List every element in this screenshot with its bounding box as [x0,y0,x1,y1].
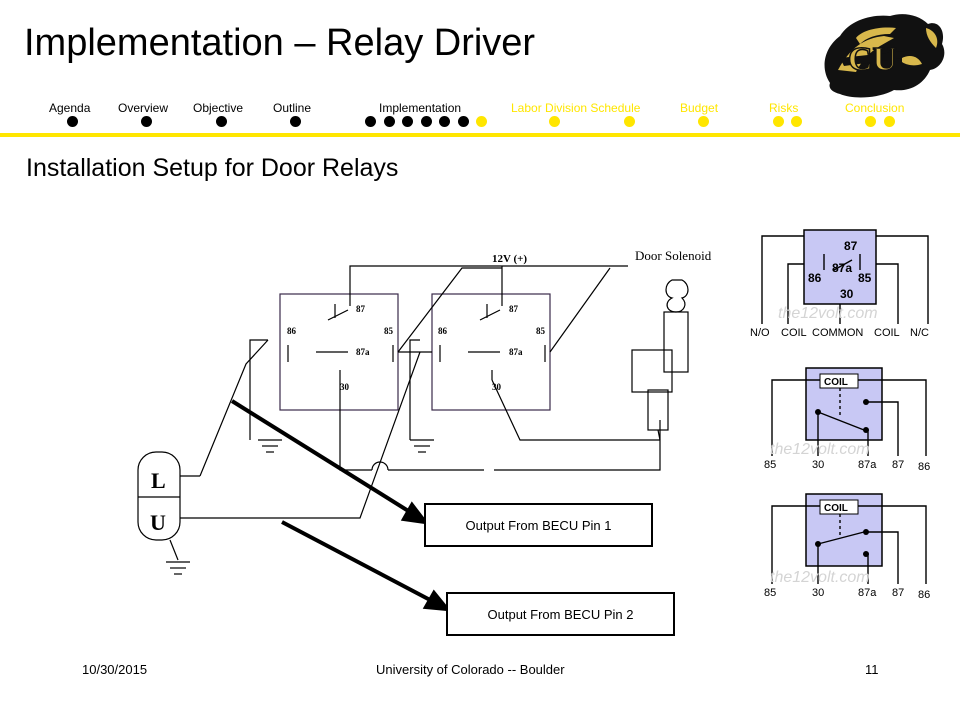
footer-date: 10/30/2015 [82,662,148,677]
nav-item-objective[interactable]: Objective [193,101,244,115]
nav-dot[interactable] [458,116,469,127]
svg-text:30: 30 [812,459,824,471]
switch-unlock-label: U [150,510,166,535]
nav-dot[interactable] [884,116,895,127]
svg-text:30: 30 [840,287,854,301]
nav-dot[interactable] [384,116,395,127]
reference-relay-on: COIL the12volt.com 85 30 87a 87 86 [760,490,936,602]
nav-dot[interactable] [624,116,635,127]
svg-text:CU: CU [848,41,897,78]
nav-dot[interactable] [773,116,784,127]
svg-text:87a: 87a [858,587,877,599]
switch-lock-label: L [151,468,166,493]
relay1-pin-86: 86 [287,326,297,336]
relay2-pin-85: 85 [536,326,546,336]
nav-item-overview[interactable]: Overview [118,101,169,115]
svg-text:87a: 87a [832,261,852,275]
svg-text:87a: 87a [858,459,877,471]
nav-item-budget[interactable]: Budget [680,101,719,115]
nav-item-outline[interactable]: Outline [273,101,312,115]
footer-page-number: 11 [865,662,879,677]
supply-label: 12V (+) [492,253,527,265]
svg-text:30: 30 [812,587,824,599]
nav-item-implementation[interactable]: Implementation [379,101,462,115]
nav-dot[interactable] [365,116,376,127]
svg-text:86: 86 [808,271,822,285]
nav-divider [0,133,960,137]
nav-dot[interactable] [698,116,709,127]
slide-subtitle: Installation Setup for Door Relays [26,154,399,182]
svg-text:85: 85 [764,459,776,471]
relay1-pin-30: 30 [340,382,350,392]
svg-text:86: 86 [918,461,930,473]
svg-text:COIL: COIL [824,503,848,514]
relay1-pin-87: 87 [356,304,366,314]
svg-text:N/O: N/O [750,327,770,339]
nav-item-labor-division-schedule[interactable]: Labor Division Schedule [511,101,641,115]
relay1-pin-85: 85 [384,326,394,336]
reference-relay-pinout: 87 86 87a 85 30 the12volt.com N/O COIL C… [748,224,940,344]
svg-text:87: 87 [892,459,904,471]
svg-text:COIL: COIL [874,327,900,339]
relay1-pin-87a: 87a [356,347,370,357]
output-becu-pin2-box: Output From BECU Pin 2 [446,592,675,636]
nav-dot[interactable] [402,116,413,127]
svg-text:85: 85 [764,587,776,599]
nav-dot[interactable] [67,116,78,127]
reference-relay-off: COIL the12volt.com 85 30 87a 87 86 [760,364,936,474]
svg-text:the12volt.com: the12volt.com [778,305,878,322]
nav-dot[interactable] [865,116,876,127]
svg-text:85: 85 [858,271,872,285]
svg-text:87: 87 [844,239,858,253]
solenoid-label: Door Solenoid [635,248,712,263]
svg-text:the12volt.com: the12volt.com [770,441,870,458]
svg-text:COIL: COIL [824,377,848,388]
nav-item-conclusion[interactable]: Conclusion [845,101,905,115]
nav-dot[interactable] [141,116,152,127]
relay2-pin-30: 30 [492,382,502,392]
svg-text:87: 87 [892,587,904,599]
relay2-pin-86: 86 [438,326,448,336]
svg-text:the12volt.com: the12volt.com [770,569,870,586]
nav-dot[interactable] [549,116,560,127]
nav-dot[interactable] [791,116,802,127]
nav-dot[interactable] [216,116,227,127]
svg-text:COMMON: COMMON [812,327,863,339]
nav-dot[interactable] [421,116,432,127]
nav-dot[interactable] [476,116,487,127]
svg-text:86: 86 [918,589,930,601]
relay2-pin-87: 87 [509,304,519,314]
university-logo: CU [824,14,945,98]
nav-dot[interactable] [439,116,450,127]
relay2-pin-87a: 87a [509,347,523,357]
slide-title: Implementation – Relay Driver [24,22,536,64]
nav-dot[interactable] [290,116,301,127]
footer-organization: University of Colorado -- Boulder [376,662,565,677]
svg-text:N/C: N/C [910,327,929,339]
nav-item-risks[interactable]: Risks [769,101,799,115]
nav-item-agenda[interactable]: Agenda [49,101,91,115]
svg-text:COIL: COIL [781,327,807,339]
output-becu-pin1-box: Output From BECU Pin 1 [424,503,653,547]
